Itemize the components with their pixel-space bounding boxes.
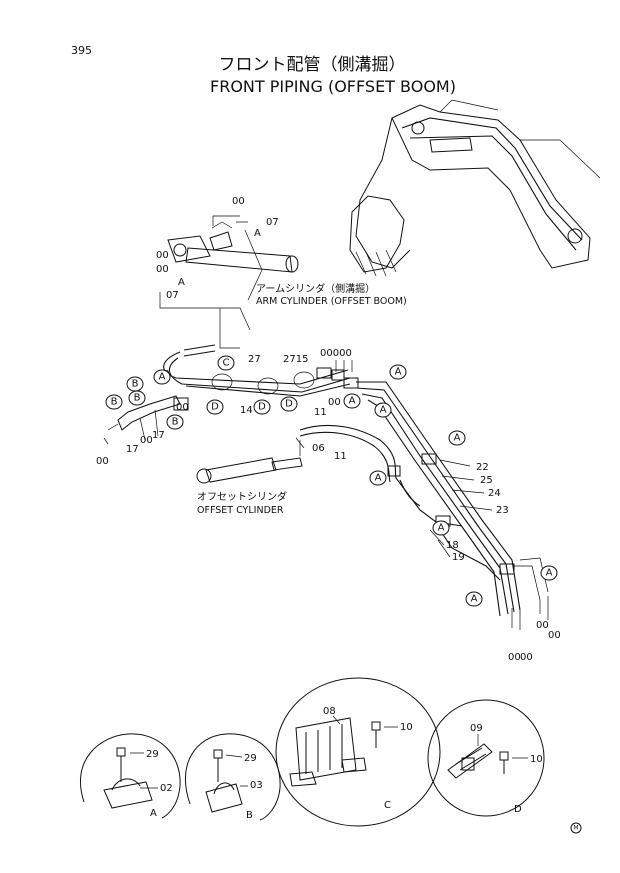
svg-text:A: A	[159, 372, 166, 383]
part-label: 00	[548, 630, 561, 641]
callout-bubble: B	[105, 394, 123, 410]
callout-bubble: A	[448, 430, 466, 446]
svg-text:A: A	[454, 433, 461, 444]
callout-letter: A	[254, 228, 261, 239]
part-label: 08	[323, 706, 336, 717]
part-label: 14	[240, 405, 253, 416]
title-japanese: フロント配管（側溝掘）	[219, 55, 406, 75]
part-label: 00	[536, 620, 549, 631]
page-number: 395	[71, 44, 92, 57]
svg-text:M: M	[573, 825, 578, 832]
callout-bubble: A	[369, 470, 387, 486]
part-label: 00	[232, 196, 245, 207]
part-label: 00	[96, 456, 109, 467]
svg-text:A: A	[546, 568, 553, 579]
callout-letter: A	[178, 277, 185, 288]
part-label: 2715	[283, 354, 308, 365]
part-label: 03	[250, 780, 263, 791]
svg-text:B: B	[111, 397, 118, 408]
part-label: 29	[244, 753, 257, 764]
part-label: 25	[480, 475, 493, 486]
part-label: 29	[146, 749, 159, 760]
svg-text:A: A	[395, 367, 402, 378]
callout-bubble: D	[253, 399, 271, 415]
arm-hose-assembly	[163, 344, 351, 397]
part-label: 11	[334, 451, 347, 462]
part-label: 23	[496, 505, 509, 516]
callout-bubble: C	[217, 355, 235, 371]
part-label: 24	[488, 488, 501, 499]
svg-text:A: A	[438, 523, 445, 534]
detail-a	[79, 733, 181, 819]
excavator-front-illustration	[349, 99, 601, 277]
svg-text:C: C	[223, 358, 230, 369]
detail-c	[275, 677, 441, 827]
part-label: 11	[314, 407, 327, 418]
callout-bubble: A	[374, 402, 392, 418]
page-mark-icon: M	[570, 822, 582, 834]
part-label: 17	[152, 430, 165, 441]
part-label: 06	[312, 443, 325, 454]
svg-text:A: A	[375, 473, 382, 484]
part-label: 18	[446, 540, 459, 551]
part-label: 02	[160, 783, 173, 794]
boom-pipe-bundle	[299, 377, 549, 630]
svg-text:D: D	[211, 402, 219, 413]
part-label: 22	[476, 462, 489, 473]
callout-bubble: A	[540, 565, 558, 581]
offset-cylinder-illustration	[196, 437, 305, 484]
arm-cylinder-illustration	[167, 221, 299, 273]
callout-bubble: D	[280, 396, 298, 412]
svg-text:B: B	[132, 379, 139, 390]
callout-bubble: D	[206, 399, 224, 415]
svg-text:A: A	[471, 594, 478, 605]
detail-b	[185, 733, 281, 821]
detail-label: B	[246, 810, 253, 821]
part-label: 00	[176, 402, 189, 413]
offset-cylinder-label-jp: オフセットシリンダ	[197, 490, 287, 503]
left-fittings	[103, 395, 189, 445]
callout-bubble: A	[389, 364, 407, 380]
callout-bubble: A	[153, 369, 171, 385]
part-label: 00	[520, 652, 533, 663]
arm-cylinder-label-en: ARM CYLINDER (OFFSET BOOM)	[256, 296, 407, 307]
part-label: 07	[266, 217, 279, 228]
part-label: 17	[126, 444, 139, 455]
offset-cylinder-label-en: OFFSET CYLINDER	[197, 505, 284, 516]
detail-d	[427, 699, 545, 817]
title-english: FRONT PIPING (OFFSET BOOM)	[210, 77, 456, 96]
detail-label: C	[384, 800, 391, 811]
part-label: 07	[166, 290, 179, 301]
part-label: 00	[156, 264, 169, 275]
arm-cylinder-label-jp: アームシリンダ（側溝掘）	[256, 282, 375, 295]
svg-text:D: D	[258, 402, 266, 413]
part-label: 00	[156, 250, 169, 261]
part-label: 10	[530, 754, 543, 765]
part-label: 00000	[320, 348, 352, 359]
callout-bubble: B	[128, 390, 146, 406]
part-label: 27	[248, 354, 261, 365]
svg-text:D: D	[285, 399, 293, 410]
part-label: 00	[508, 652, 521, 663]
svg-text:A: A	[380, 405, 387, 416]
callout-bubble: B	[166, 414, 184, 430]
callout-bubble: A	[465, 591, 483, 607]
callout-bubble: B	[126, 376, 144, 392]
callout-bubble: A	[343, 393, 361, 409]
svg-text:B: B	[172, 417, 179, 428]
part-label: 10	[400, 722, 413, 733]
part-label: 09	[470, 723, 483, 734]
part-label: 19	[452, 552, 465, 563]
svg-text:B: B	[134, 393, 141, 404]
callout-bubble: A	[432, 520, 450, 536]
detail-label: D	[514, 804, 522, 815]
part-label: 00	[328, 397, 341, 408]
detail-label: A	[150, 808, 157, 819]
svg-text:A: A	[349, 396, 356, 407]
part-label: 00	[140, 435, 153, 446]
